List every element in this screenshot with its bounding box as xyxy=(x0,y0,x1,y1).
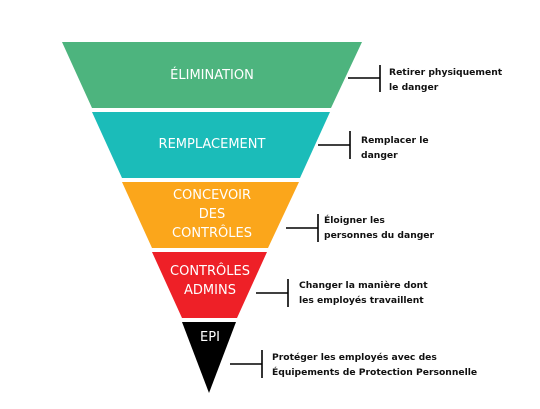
bracket-elimination xyxy=(348,65,381,92)
level-label-line: EPI xyxy=(200,330,220,345)
level-label-concevoir: CONCEVOIR DES CONTRÔLES xyxy=(112,186,312,243)
level-label-line: CONTRÔLES xyxy=(170,264,250,279)
level-label-line: REMPLACEMENT xyxy=(158,137,266,152)
bracket-remplacement xyxy=(318,131,351,159)
level-label-line: CONCEVOIR xyxy=(172,188,252,203)
level-label-elimination: ÉLIMINATION xyxy=(112,66,312,85)
description-line: Équipements de Protection Personnelle xyxy=(272,367,478,378)
description-line: Changer la manière dont xyxy=(299,280,428,291)
description-line: personnes du danger xyxy=(324,230,435,241)
level-label-remplacement: REMPLACEMENT xyxy=(112,135,312,154)
description-elimination: Retirer physiquement le danger xyxy=(389,65,502,95)
bracket-epi xyxy=(230,350,263,378)
level-label-line: ADMINS xyxy=(184,283,236,298)
level-epi-band xyxy=(182,322,236,393)
description-controles-admins: Changer la manière dont les employés tra… xyxy=(299,278,428,308)
level-label-line: CONTRÔLES xyxy=(172,226,252,241)
description-line: Éloigner les xyxy=(324,215,385,226)
bracket-controles-admins xyxy=(256,279,289,307)
description-concevoir: Éloigner les personnes du danger xyxy=(324,213,434,243)
description-line: les employés travaillent xyxy=(299,295,424,306)
level-elimination-band xyxy=(62,42,362,108)
description-line: danger xyxy=(361,150,398,161)
level-label-line: ÉLIMINATION xyxy=(170,68,254,83)
bracket-concevoir xyxy=(286,214,319,242)
level-label-controles-admins: CONTRÔLES ADMINS xyxy=(110,262,310,300)
level-label-line: DES xyxy=(198,207,226,222)
description-line: Retirer physiquement xyxy=(389,67,503,78)
description-remplacement: Remplacer le danger xyxy=(361,133,429,163)
level-concevoir-band xyxy=(122,182,299,248)
description-line: Remplacer le xyxy=(361,135,429,146)
description-line: le danger xyxy=(389,82,439,93)
description-line: Protéger les employés avec des xyxy=(272,352,437,363)
description-epi: Protéger les employés avec des Équipemen… xyxy=(272,350,477,380)
level-remplacement-band xyxy=(92,112,330,178)
level-controles-admins-band xyxy=(152,252,267,318)
level-label-epi: EPI xyxy=(160,328,260,347)
